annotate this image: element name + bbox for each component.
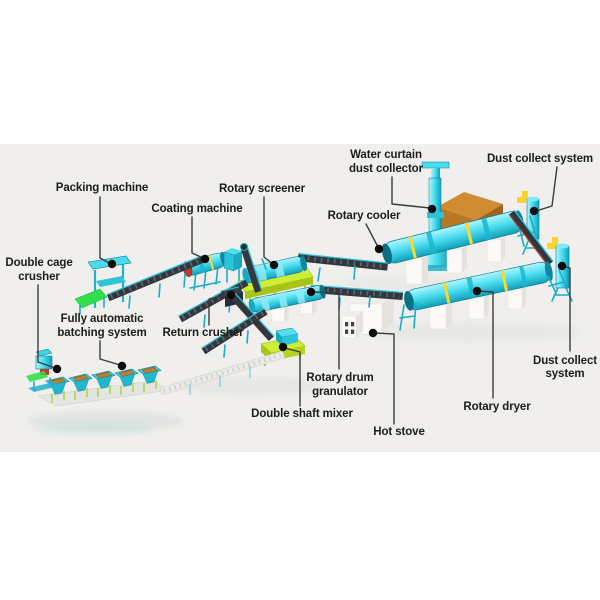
label-batching-line1: Fully automatic — [61, 313, 145, 325]
label-packing-machine: Packing machine — [56, 182, 148, 194]
label-double-cage-line1: Double cage — [5, 257, 72, 269]
callout-line-dust-top — [535, 166, 558, 212]
callout-dot-cooler — [374, 244, 384, 254]
label-return-crusher: Return crusher — [162, 327, 244, 339]
callout-dot-batching — [117, 361, 127, 371]
label-rotary-dryer: Rotary dryer — [463, 401, 531, 413]
callout-line-batching — [99, 340, 121, 366]
callout-dot-hot-stove — [368, 328, 378, 338]
label-water-curtain-line2: dust collector — [349, 163, 424, 175]
label-double-cage-line2: crusher — [18, 271, 60, 283]
callout-line-water-curtain — [391, 176, 431, 209]
label-double-shaft-mixer: Double shaft mixer — [251, 408, 353, 420]
label-hot-stove: Hot stove — [373, 426, 425, 438]
callout-dot-double-cage — [52, 364, 62, 374]
conveyor-batching-out — [159, 350, 285, 396]
callout-dot-coating — [200, 254, 210, 264]
callout-dot-screener — [269, 260, 279, 270]
callout-dot-granulator — [306, 287, 316, 297]
callout-line-return-crusher — [208, 294, 230, 326]
label-dust-collect-top: Dust collect system — [487, 153, 593, 165]
label-granulator-line1: Rotary drum — [306, 372, 373, 384]
callout-line-packing — [99, 196, 112, 265]
label-dust-collect-right-line2: system — [545, 368, 584, 380]
callout-lines — [37, 166, 571, 425]
callout-line-hot-stove — [374, 332, 395, 425]
hot-stove — [341, 290, 405, 339]
callout-dot-return-crusher — [226, 290, 236, 300]
callout-dot-dust-top — [529, 206, 539, 216]
callout-line-cooler — [365, 223, 379, 248]
label-rotary-screener: Rotary screener — [219, 183, 306, 195]
label-coating-machine: Coating machine — [151, 203, 242, 215]
callout-dots — [52, 204, 567, 374]
hot-stove-windows — [345, 322, 355, 334]
callout-dot-packing — [107, 259, 117, 269]
dryer-end-frame — [547, 269, 568, 294]
label-dust-collect-right-line1: Dust collect — [533, 355, 597, 367]
water-curtain-dust-collector — [420, 161, 454, 271]
callout-dot-dryer — [472, 286, 482, 296]
conveyor-screener-elevator — [239, 243, 263, 293]
callout-dot-dust-right — [557, 261, 567, 271]
callout-line-coating — [191, 216, 204, 259]
label-water-curtain-line1: Water curtain — [350, 149, 422, 161]
conveyor-screener-to-cooler — [297, 253, 389, 282]
callout-line-dryer — [478, 290, 494, 399]
callout-line-granulator — [312, 291, 340, 370]
conveyor-packing — [106, 255, 204, 309]
label-batching-line2: batching system — [57, 327, 146, 339]
callout-line-mixer — [284, 347, 301, 407]
dryer-pedestals — [429, 285, 526, 330]
label-granulator-line2: granulator — [312, 386, 368, 398]
conveyor-to-granulator — [201, 307, 268, 358]
callout-line-screener — [263, 196, 274, 265]
callout-dot-mixer — [278, 342, 288, 352]
callout-line-double-cage — [37, 284, 56, 369]
conveyor-granulator-to-dryer — [310, 284, 404, 310]
labels: Packing machine Coating machine Rotary s… — [5, 149, 597, 438]
coating-machine — [182, 248, 242, 291]
label-rotary-cooler: Rotary cooler — [328, 210, 401, 222]
callout-dot-water-curtain — [427, 204, 437, 214]
dryer-feed-frame — [399, 302, 417, 331]
conveyor-cooler-to-dust — [508, 210, 554, 266]
double-cage-crusher — [26, 348, 60, 392]
